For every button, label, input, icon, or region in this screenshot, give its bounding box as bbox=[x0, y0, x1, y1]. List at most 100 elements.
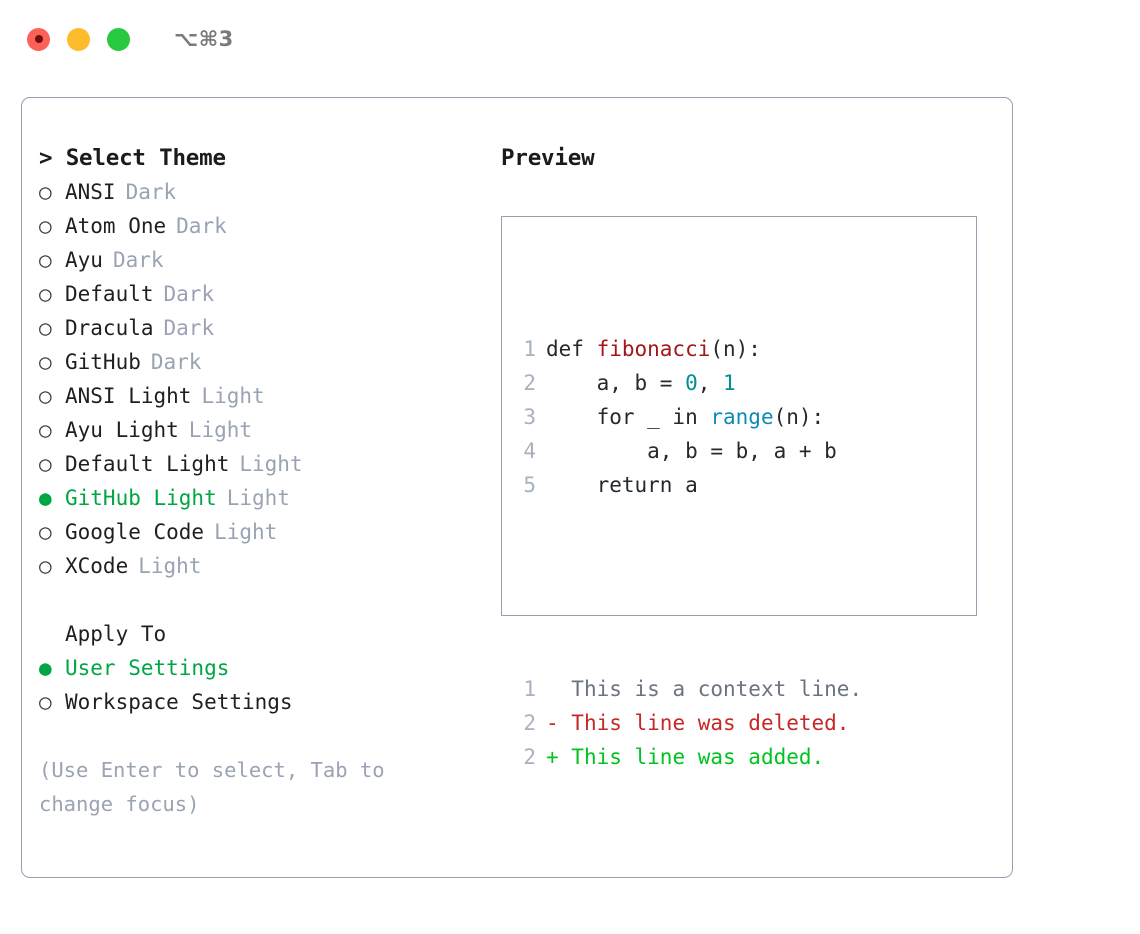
traffic-lights bbox=[27, 27, 130, 51]
code-token-plain: a, b = b, a + b bbox=[546, 439, 837, 463]
code-line-number: 5 bbox=[523, 473, 536, 497]
code-line: 2 a, b = 0, 1 bbox=[514, 366, 862, 400]
radio-empty-icon: ○ bbox=[39, 452, 52, 476]
preview-heading: Preview bbox=[501, 145, 595, 171]
diff-text: This line was added. bbox=[558, 745, 825, 769]
radio-empty-icon: ○ bbox=[39, 520, 52, 544]
theme-option-ansi[interactable]: ○ ANSI Dark bbox=[39, 175, 499, 209]
apply-to-option-workspace-settings[interactable]: ○ Workspace Settings bbox=[39, 685, 499, 719]
theme-option-label: Ayu Light bbox=[65, 418, 179, 442]
code-line-number: 4 bbox=[523, 439, 536, 463]
theme-option-ayu[interactable]: ○ Ayu Dark bbox=[39, 243, 499, 277]
apply-to-option-label: User Settings bbox=[65, 656, 230, 680]
apply-to-heading-marker-placeholder: ○ bbox=[39, 617, 65, 651]
diff-line-ctx: 1 This is a context line. bbox=[514, 672, 862, 706]
diff-text: This is a context line. bbox=[558, 677, 863, 701]
code-line: 3 for _ in range(n): bbox=[514, 400, 862, 434]
radio-empty-icon: ○ bbox=[39, 248, 52, 272]
radio-empty-icon: ○ bbox=[39, 214, 52, 238]
code-token-plain: a, b = bbox=[546, 371, 686, 395]
theme-option-dracula[interactable]: ○ Dracula Dark bbox=[39, 311, 499, 345]
radio-selected-icon: ● bbox=[39, 486, 52, 510]
theme-variant-badge: Dark bbox=[112, 248, 164, 272]
apply-to-option-label: Workspace Settings bbox=[65, 690, 293, 714]
radio-empty-icon: ○ bbox=[39, 180, 52, 204]
diff-text: This line was deleted. bbox=[558, 711, 850, 735]
theme-option-label: Default bbox=[65, 282, 154, 306]
code-token-num: 0 bbox=[685, 371, 698, 395]
theme-variant-badge: Dark bbox=[163, 316, 215, 340]
theme-variant-badge: Dark bbox=[150, 350, 202, 374]
theme-option-label: GitHub bbox=[65, 350, 141, 374]
diff-block: 1 This is a context line.2- This line wa… bbox=[514, 672, 862, 774]
code-spacer bbox=[514, 570, 862, 604]
theme-option-label: Ayu bbox=[65, 248, 103, 272]
code-token-builtin: range bbox=[710, 405, 774, 429]
theme-option-label: Dracula bbox=[65, 316, 154, 340]
theme-option-label: GitHub Light bbox=[65, 486, 217, 510]
theme-option-label: Atom One bbox=[65, 214, 167, 238]
code-line-number: 1 bbox=[523, 337, 536, 361]
diff-line-del: 2- This line was deleted. bbox=[514, 706, 862, 740]
radio-selected-icon: ● bbox=[39, 656, 52, 680]
code-line: 4 a, b = b, a + b bbox=[514, 434, 862, 468]
theme-option-label: Google Code bbox=[65, 520, 205, 544]
close-button[interactable] bbox=[27, 27, 50, 51]
theme-variant-badge: Light bbox=[138, 554, 202, 578]
radio-empty-icon: ○ bbox=[39, 554, 52, 578]
apply-to-option-user-settings[interactable]: ● User Settings bbox=[39, 651, 499, 685]
minimize-button[interactable] bbox=[67, 27, 90, 51]
window-title: ⌥⌘3 bbox=[174, 27, 234, 51]
maximize-button[interactable] bbox=[107, 27, 130, 51]
diff-line-number: 1 bbox=[523, 677, 536, 701]
select-theme-heading: > Select Theme bbox=[39, 145, 226, 171]
radio-empty-icon: ○ bbox=[39, 316, 52, 340]
radio-empty-icon: ○ bbox=[39, 384, 52, 408]
theme-option-default-light[interactable]: ○ Default Light Light bbox=[39, 447, 499, 481]
code-token-plain: for _ in bbox=[546, 405, 711, 429]
record-dot-icon bbox=[34, 35, 43, 43]
diff-sign: + bbox=[546, 745, 559, 769]
code-token-num: 1 bbox=[723, 371, 736, 395]
code-token-plain: return a bbox=[546, 473, 698, 497]
theme-variant-badge: Light bbox=[239, 452, 303, 476]
code-token-plain: (n): bbox=[773, 405, 825, 429]
theme-option-label: ANSI Light bbox=[65, 384, 192, 408]
apply-to-list[interactable]: ● User Settings ○ Workspace Settings bbox=[39, 651, 499, 719]
apply-to-heading-row: ○ Apply To bbox=[39, 617, 499, 651]
code-token-plain: def bbox=[546, 337, 597, 361]
theme-option-atom-one[interactable]: ○ Atom One Dark bbox=[39, 209, 499, 243]
theme-variant-badge: Light bbox=[188, 418, 253, 442]
theme-option-label: Default Light bbox=[65, 452, 230, 476]
keyboard-hint: (Use Enter to select, Tab to change focu… bbox=[39, 758, 385, 816]
code-line-number: 3 bbox=[523, 405, 536, 429]
code-token-plain: (n): bbox=[710, 337, 761, 361]
code-line: 5 return a bbox=[514, 468, 862, 502]
theme-variant-badge: Dark bbox=[176, 214, 227, 238]
code-token-plain: , bbox=[697, 371, 724, 395]
diff-line-number: 2 bbox=[523, 711, 536, 735]
diff-line-add: 2 + This line was added. bbox=[514, 740, 862, 774]
theme-option-label: ANSI bbox=[65, 180, 116, 204]
theme-variant-badge: Light bbox=[201, 384, 265, 408]
apply-to-heading: Apply To bbox=[65, 622, 167, 646]
theme-option-ansi-light[interactable]: ○ ANSI Light Light bbox=[39, 379, 499, 413]
code-line-number: 2 bbox=[523, 371, 536, 395]
diff-line-number: 2 bbox=[523, 745, 536, 769]
radio-empty-icon: ○ bbox=[39, 690, 52, 714]
theme-variant-badge: Dark bbox=[125, 180, 177, 204]
